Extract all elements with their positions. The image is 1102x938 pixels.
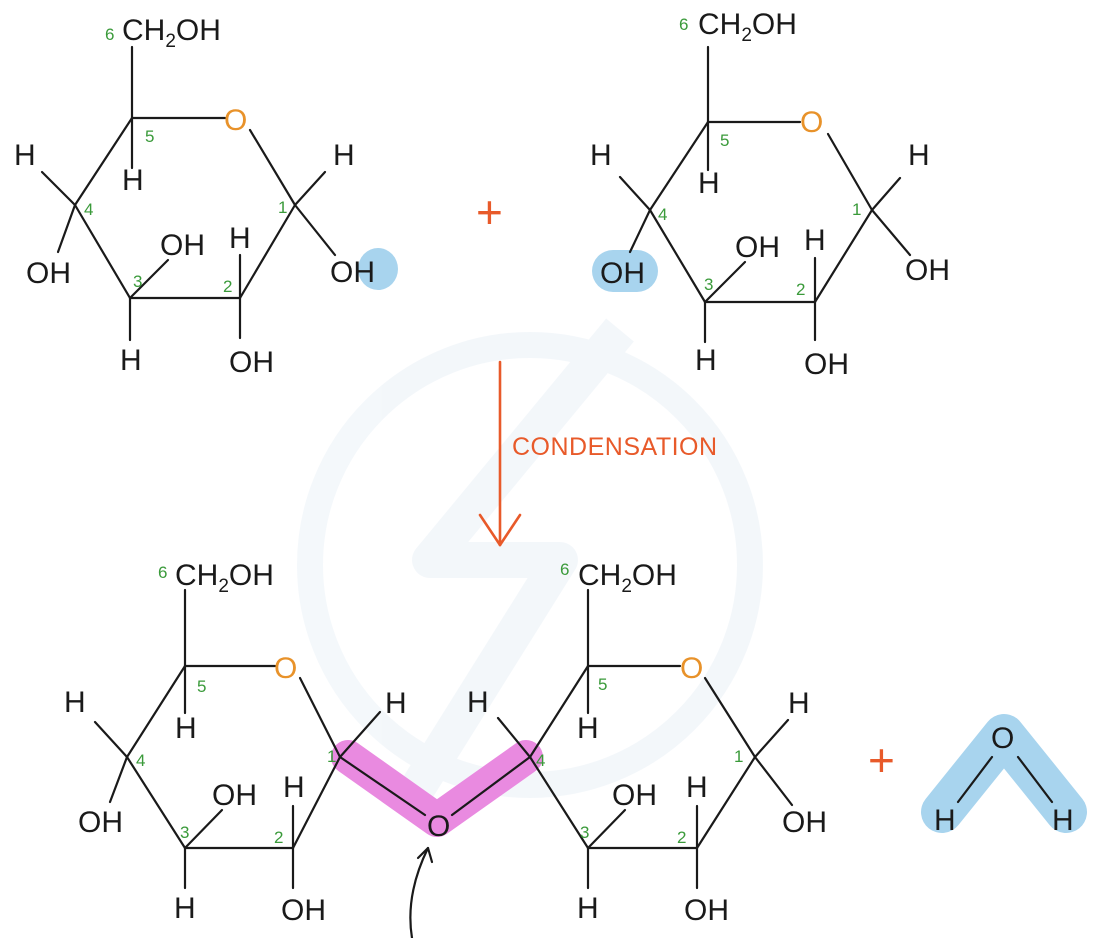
removed-h-highlight bbox=[358, 248, 398, 290]
plus-sign-reactants: + bbox=[476, 186, 503, 238]
c4-hydrogen: H bbox=[64, 686, 86, 719]
water-molecule-highlight bbox=[921, 714, 1087, 833]
c1-hydrogen: H bbox=[385, 687, 407, 720]
ring-oxygen: O bbox=[274, 652, 297, 685]
water-hydrogen-right: H bbox=[1052, 804, 1074, 837]
c1-hydroxyl: OH bbox=[330, 256, 375, 289]
highlights bbox=[331, 248, 1087, 837]
water-molecule: O H H bbox=[934, 722, 1074, 837]
carbon-4-label: 4 bbox=[136, 751, 145, 770]
ch2oh-group: CH2OH bbox=[122, 14, 221, 52]
ch2oh-group: CH2OH bbox=[578, 559, 677, 597]
c1-hydrogen: H bbox=[908, 139, 930, 172]
c2-hydroxyl: OH bbox=[229, 346, 274, 379]
c4-hydrogen: H bbox=[467, 686, 489, 719]
plus-sign-products: + bbox=[868, 734, 895, 786]
carbon-4-label: 4 bbox=[84, 200, 93, 219]
carbon-6-label: 6 bbox=[105, 25, 114, 44]
carbon-1-label: 1 bbox=[734, 747, 743, 766]
c3-hydrogen: H bbox=[174, 892, 196, 925]
ch2oh-group: CH2OH bbox=[698, 8, 797, 46]
c5-hydrogen: H bbox=[577, 712, 599, 745]
c2-hydroxyl: OH bbox=[281, 894, 326, 927]
carbon-3-label: 3 bbox=[704, 275, 713, 294]
c4-hydroxyl: OH bbox=[26, 257, 71, 290]
carbon-5-label: 5 bbox=[197, 677, 206, 696]
carbon-2-label: 2 bbox=[796, 280, 805, 299]
carbon-3-label: 3 bbox=[180, 823, 189, 842]
c5-hydrogen: H bbox=[175, 712, 197, 745]
c2-hydroxyl: OH bbox=[804, 348, 849, 381]
carbon-3-label: 3 bbox=[133, 272, 142, 291]
c4-hydrogen: H bbox=[14, 139, 36, 172]
carbon-2-label: 2 bbox=[677, 828, 686, 847]
c1-hydrogen: H bbox=[333, 139, 355, 172]
c2-hydrogen: H bbox=[283, 771, 305, 804]
c5-hydrogen: H bbox=[698, 167, 720, 200]
ring-oxygen: O bbox=[680, 652, 703, 685]
carbon-6-label: 6 bbox=[679, 15, 688, 34]
carbon-2-label: 2 bbox=[274, 828, 283, 847]
c2-hydrogen: H bbox=[229, 222, 251, 255]
ch2oh-group: CH2OH bbox=[175, 559, 274, 597]
c5-hydrogen: H bbox=[122, 164, 144, 197]
ring-oxygen: O bbox=[224, 104, 247, 137]
c3-hydroxyl: OH bbox=[212, 779, 257, 812]
glucose-molecule-1: 6 CH2OH O 5 H H 4 OH OH 3 H H 2 OH H 1 O… bbox=[14, 14, 375, 379]
c2-hydrogen: H bbox=[686, 771, 708, 804]
carbon-6-label: 6 bbox=[560, 560, 569, 579]
c2-hydrogen: H bbox=[804, 224, 826, 257]
carbon-5-label: 5 bbox=[598, 675, 607, 694]
c4-hydroxyl: OH bbox=[78, 806, 123, 839]
disaccharide-product: 6 CH2OH O 5 H H 4 OH OH 3 H H 2 OH H 1 O… bbox=[64, 559, 827, 927]
carbon-1-label: 1 bbox=[852, 200, 861, 219]
c2-hydroxyl: OH bbox=[684, 894, 729, 927]
carbon-1-label: 1 bbox=[278, 198, 287, 217]
carbon-2-label: 2 bbox=[223, 277, 232, 296]
c3-hydroxyl: OH bbox=[612, 779, 657, 812]
c3-hydrogen: H bbox=[577, 892, 599, 925]
carbon-4-label: 4 bbox=[658, 205, 667, 224]
removed-oh-highlight bbox=[592, 250, 658, 292]
carbon-4-label: 4 bbox=[536, 751, 545, 770]
carbon-3-label: 3 bbox=[580, 823, 589, 842]
condensation-arrow bbox=[478, 360, 522, 547]
c1-hydroxyl: OH bbox=[782, 806, 827, 839]
water-hydrogen-left: H bbox=[934, 804, 956, 837]
glycosidic-oxygen: O bbox=[427, 810, 450, 843]
glycosidic-bond-highlight bbox=[331, 740, 543, 837]
ring-oxygen: O bbox=[800, 106, 823, 139]
condensation-label: CONDENSATION bbox=[512, 433, 718, 461]
carbon-6-label: 6 bbox=[158, 563, 167, 582]
carbon-1-label: 1 bbox=[327, 747, 336, 766]
water-oxygen: O bbox=[991, 722, 1014, 755]
c3-hydroxyl: OH bbox=[160, 229, 205, 262]
carbon-5-label: 5 bbox=[145, 127, 154, 146]
c1-hydroxyl: OH bbox=[905, 254, 950, 287]
c3-hydroxyl: OH bbox=[735, 231, 780, 264]
glucose-molecule-2: 6 CH2OH O 5 H H 4 OH OH 3 H H 2 OH H 1 O… bbox=[590, 8, 950, 381]
c4-hydrogen: H bbox=[590, 139, 612, 172]
watermark-logo bbox=[297, 318, 763, 810]
c4-hydroxyl: OH bbox=[600, 257, 645, 290]
glycosidic-bond-pointer-arrow bbox=[409, 846, 434, 938]
carbon-5-label: 5 bbox=[720, 131, 729, 150]
c3-hydrogen: H bbox=[695, 344, 717, 377]
c1-hydrogen: H bbox=[788, 687, 810, 720]
c3-hydrogen: H bbox=[120, 344, 142, 377]
